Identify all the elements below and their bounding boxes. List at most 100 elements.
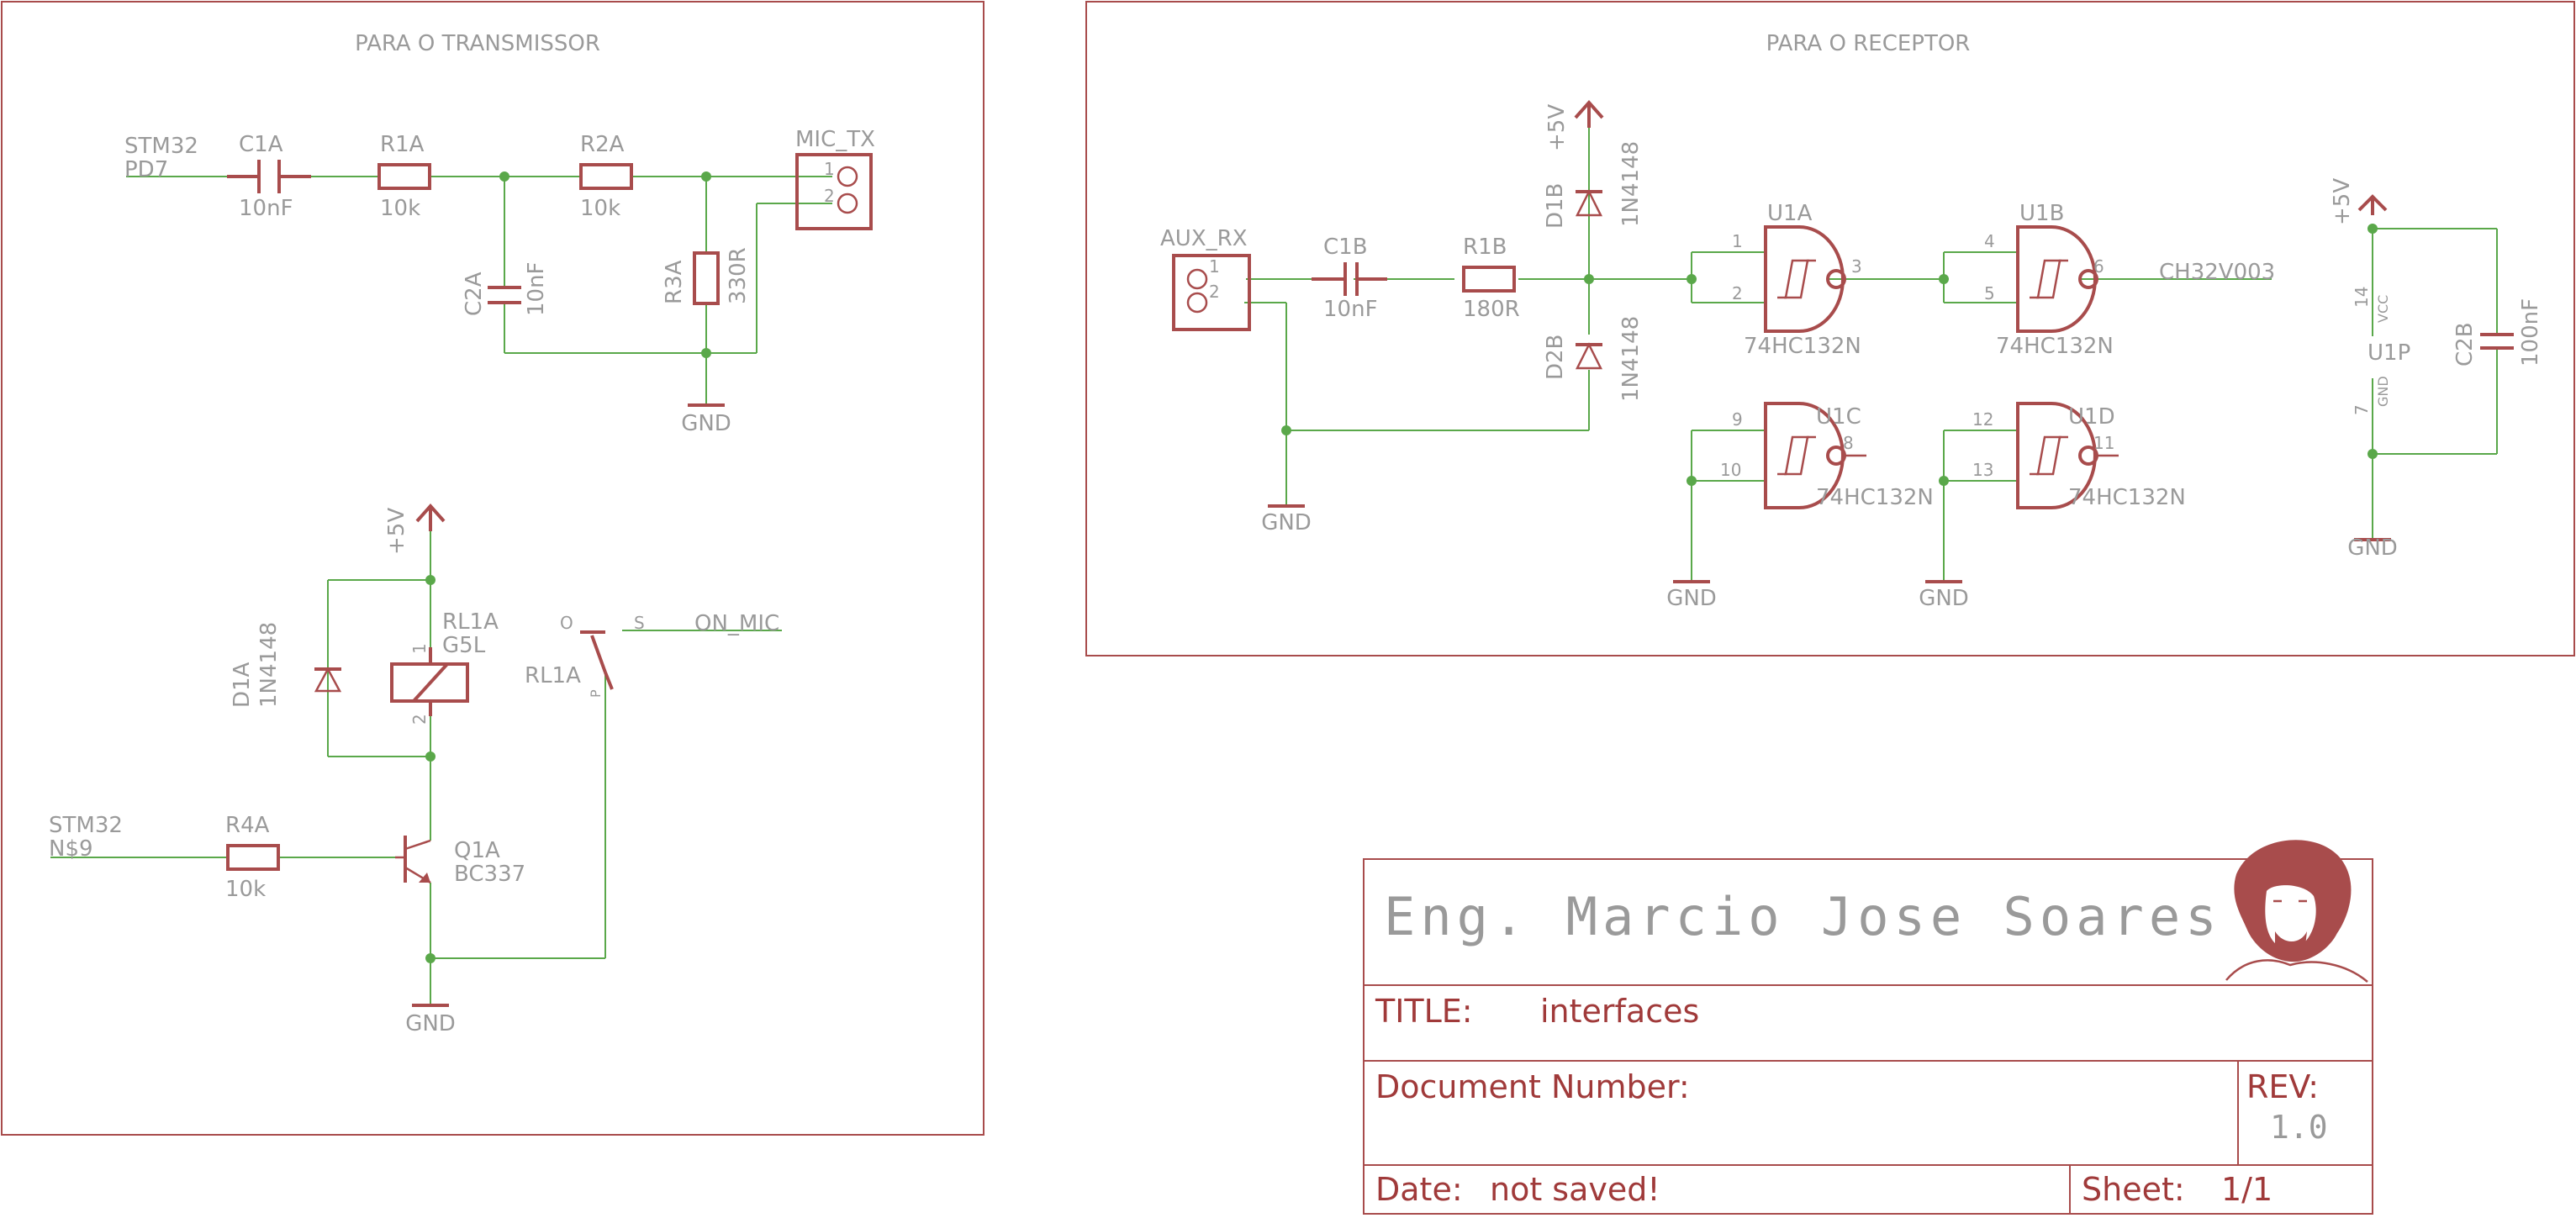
gnd-symbol-u1c: GND [1666, 580, 1717, 611]
svg-text:8: 8 [1843, 433, 1854, 453]
svg-text:4: 4 [1984, 231, 1995, 251]
transistor-q1a: Q1A BC337 [395, 836, 525, 887]
author-portrait [2225, 840, 2368, 983]
svg-text:R1A: R1A [380, 132, 425, 157]
title-block: Eng. Marcio Jose Soares TITLE: interface… [1363, 840, 2373, 1215]
resistor-r1b: R1B 180R [1462, 235, 1520, 322]
svg-text:RL1A: RL1A [442, 609, 499, 635]
nand-gate-u1a: U1A 74HC132N 1 2 3 [1732, 201, 1862, 359]
date-value: not saved! [1490, 1171, 1660, 1208]
svg-text:GND: GND [2347, 535, 2398, 561]
svg-text:10nF: 10nF [239, 196, 293, 221]
svg-text:74HC132N: 74HC132N [1996, 334, 2114, 359]
connector-aux-rx: AUX_RX 1 2 [1160, 226, 1251, 331]
stm32-net-n9: N$9 [49, 836, 93, 862]
receiver-frame [1085, 1, 2575, 656]
author-name: Eng. Marcio Jose Soares [1384, 886, 2222, 947]
svg-text:D2B: D2B [1543, 335, 1568, 380]
svg-text:GND: GND [2375, 376, 2391, 407]
power-pins-u1p: +5V U1P 14 VCC 7 GND C2B 100nF GND [2330, 178, 2543, 561]
svg-text:100nF: 100nF [2518, 298, 2543, 366]
svg-text:RL1A: RL1A [525, 663, 581, 688]
sheet-label: Sheet: [2082, 1171, 2185, 1208]
svg-text:D1A: D1A [230, 662, 255, 708]
svg-text:74HC132N: 74HC132N [1816, 485, 1934, 510]
transmitter-audio-circuit: STM32 PD7 C1A 10nF R1A 10k R2A 10k C2A [124, 127, 875, 436]
nand-gate-u1d: U1D 74HC132N 12 13 11 [1972, 402, 2186, 510]
svg-text:2: 2 [1732, 283, 1743, 303]
receiver-circuit: AUX_RX 1 2 C1B 10nF R1B 180R +5V [1160, 99, 2543, 611]
svg-text:C2A: C2A [462, 272, 487, 316]
svg-text:R4A: R4A [225, 813, 270, 838]
svg-text:10k: 10k [380, 196, 420, 221]
svg-text:U1B: U1B [2019, 201, 2064, 226]
gnd-symbol-rx: GND [1261, 504, 1312, 535]
svg-text:AUX_RX: AUX_RX [1160, 226, 1248, 251]
svg-text:180R: 180R [1463, 297, 1520, 322]
svg-text:BC337: BC337 [454, 862, 525, 887]
resistor-r2a: R2A 10k [579, 132, 633, 221]
svg-text:74HC132N: 74HC132N [2068, 485, 2186, 510]
svg-text:P: P [588, 689, 604, 698]
svg-text:12: 12 [1972, 409, 1993, 430]
svg-text:GND: GND [681, 411, 731, 436]
diode-d2b: D2B 1N4148 [1543, 316, 1644, 402]
svg-text:C2B: C2B [2452, 322, 2478, 366]
svg-text:Q1A: Q1A [454, 838, 500, 863]
relay-coil-rl1a: RL1A G5L 1 2 [390, 609, 499, 725]
transmitter-section-title: PARA O TRANSMISSOR [355, 31, 600, 56]
svg-text:2: 2 [409, 714, 430, 725]
stm32-net-pd7: PD7 [124, 157, 168, 182]
svg-text:1: 1 [824, 159, 835, 179]
svg-text:10: 10 [1720, 460, 1741, 480]
svg-text:1: 1 [1732, 231, 1743, 251]
svg-text:C1A: C1A [239, 132, 283, 157]
relay-contact-rl1a: RL1A O S P ON_MIC [525, 611, 779, 698]
svg-text:GND: GND [1919, 586, 1969, 611]
svg-text:2: 2 [1209, 282, 1220, 302]
svg-text:U1C: U1C [1816, 404, 1861, 430]
svg-text:10k: 10k [225, 877, 266, 902]
svg-text:6: 6 [2093, 256, 2104, 277]
stm32-label-b: STM32 [49, 813, 123, 838]
diode-d1a: D1A 1N4148 [230, 622, 342, 708]
svg-text:74HC132N: 74HC132N [1744, 334, 1861, 359]
capacitor-c1a: C1A 10nF [227, 132, 311, 221]
resistor-r3a: R3A 330R [662, 247, 751, 305]
diode-d1b: D1B 1N4148 [1543, 141, 1644, 229]
rev-label: REV: [2246, 1068, 2319, 1105]
rev-value: 1.0 [2270, 1109, 2328, 1146]
svg-text:U1D: U1D [2068, 404, 2115, 430]
svg-text:10nF: 10nF [524, 261, 549, 316]
receiver-section-title: PARA O RECEPTOR [1766, 31, 1971, 56]
capacitor-c1b: C1B 10nF [1312, 235, 1387, 322]
title-label: TITLE: [1375, 993, 1473, 1030]
svg-text:GND: GND [1261, 510, 1312, 535]
vcc-arrow-tx: +5V [384, 503, 446, 555]
svg-text:1N4148: 1N4148 [1618, 141, 1644, 227]
svg-text:S: S [634, 613, 645, 633]
svg-text:GND: GND [1666, 586, 1717, 611]
svg-text:11: 11 [2093, 433, 2114, 453]
resistor-r4a: R4A 10k [225, 813, 280, 902]
vcc-arrow-rx: +5V [1544, 99, 1604, 151]
svg-text:C1B: C1B [1323, 235, 1368, 260]
svg-text:CH32V003: CH32V003 [2159, 260, 2275, 285]
svg-text:3: 3 [1851, 256, 1862, 277]
nand-gate-u1c: U1C 74HC132N 9 10 8 [1720, 402, 1934, 510]
svg-text:G5L: G5L [442, 633, 486, 658]
svg-text:VCC: VCC [2375, 295, 2391, 323]
svg-text:R2A: R2A [580, 132, 625, 157]
svg-text:10k: 10k [580, 196, 620, 221]
date-label: Date: [1375, 1171, 1463, 1208]
svg-text:D1B: D1B [1543, 183, 1568, 229]
svg-text:1: 1 [1209, 256, 1220, 277]
svg-text:+5V: +5V [384, 508, 409, 555]
svg-text:U1P: U1P [2367, 340, 2410, 366]
sheet-value: 1/1 [2221, 1171, 2272, 1208]
gnd-symbol-u1d: GND [1919, 580, 1969, 611]
gnd-symbol-tx2: GND [405, 1004, 456, 1036]
svg-text:R1B: R1B [1463, 235, 1507, 260]
svg-text:5: 5 [1984, 283, 1995, 303]
transmitter-frame [1, 1, 984, 1136]
